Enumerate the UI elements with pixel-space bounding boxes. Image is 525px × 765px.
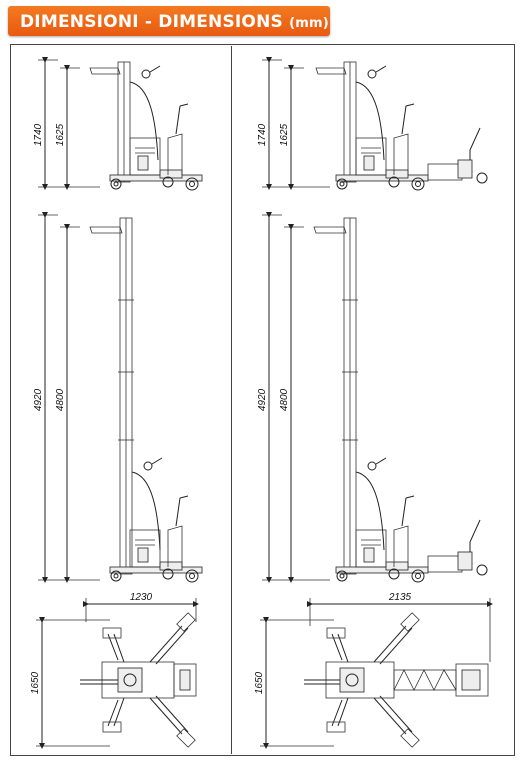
right-top-view: 1740 1625 bbox=[257, 57, 488, 191]
header-title-text: DIMENSIONI - DIMENSIONS bbox=[20, 12, 283, 32]
dim-left-mid-outer: 4920 bbox=[33, 388, 44, 411]
dim-left-mid-inner: 4800 bbox=[55, 388, 66, 411]
dim-right-bottom-width: 2135 bbox=[388, 592, 412, 603]
dim-left-bottom-height: 1650 bbox=[30, 671, 41, 694]
header-title: DIMENSIONI - DIMENSIONS (mm) bbox=[20, 12, 329, 32]
dim-right-mid-inner: 4800 bbox=[279, 388, 290, 411]
right-bottom-view: 2135 1650 bbox=[254, 592, 493, 749]
drawing-frame bbox=[10, 44, 515, 756]
dim-right-mid-outer: 4920 bbox=[257, 388, 268, 411]
dim-right-bottom-height: 1650 bbox=[254, 671, 265, 694]
right-mid-view: 4920 4800 bbox=[257, 212, 488, 583]
dim-right-top-inner: 1625 bbox=[279, 123, 290, 146]
dim-left-bottom-width: 1230 bbox=[130, 592, 153, 603]
left-bottom-view: 1230 1650 bbox=[30, 592, 199, 749]
page-header: DIMENSIONI - DIMENSIONS (mm) bbox=[8, 6, 330, 36]
dim-left-top-outer: 1740 bbox=[33, 123, 44, 146]
left-mid-view: 4920 4800 bbox=[33, 212, 203, 583]
dim-right-top-outer: 1740 bbox=[257, 123, 268, 146]
dim-left-top-inner: 1625 bbox=[55, 123, 66, 146]
panel-divider bbox=[231, 46, 232, 754]
header-unit: (mm) bbox=[289, 16, 329, 31]
left-top-view: 1740 1625 bbox=[33, 57, 203, 191]
